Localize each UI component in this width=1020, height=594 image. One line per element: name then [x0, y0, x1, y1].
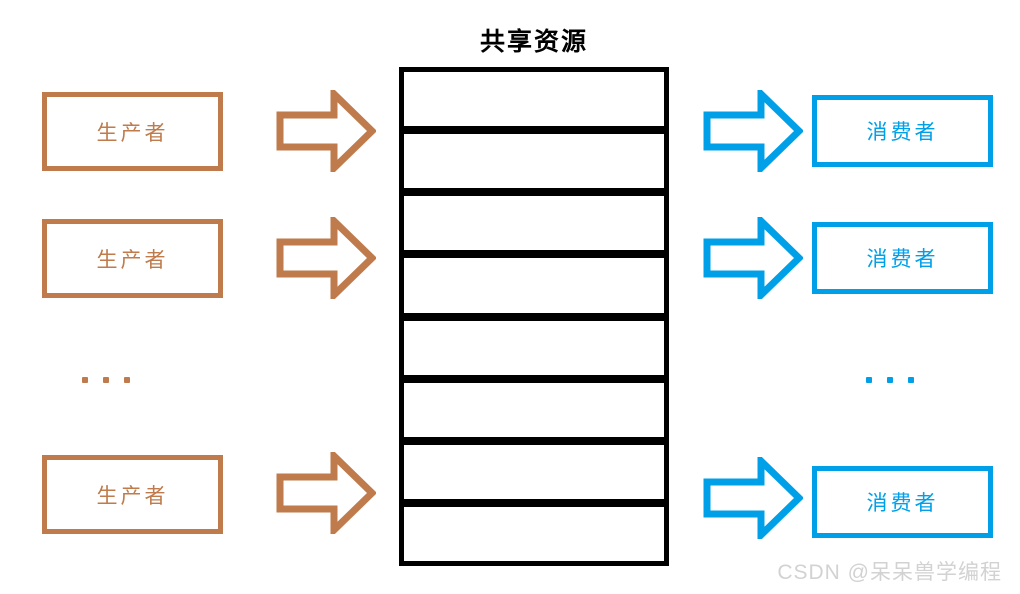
shared-resource-stack: [399, 67, 669, 566]
buffer-cell: [399, 501, 669, 566]
buffer-cell: [399, 439, 669, 504]
page-title: 共享资源: [0, 22, 1020, 58]
consumer-ellipsis: [866, 377, 914, 383]
buffer-cell: [399, 191, 669, 256]
produce-arrow-icon: [276, 452, 376, 534]
ellipsis-dot: [124, 377, 130, 383]
producer-box: 生产者: [42, 219, 223, 298]
produce-arrow-icon: [276, 90, 376, 172]
produce-arrow-icon: [276, 217, 376, 299]
buffer-cell: [399, 67, 669, 132]
ellipsis-dot: [908, 377, 914, 383]
consume-arrow-icon: [703, 217, 803, 299]
consume-arrow-icon: [703, 90, 803, 172]
page-title-text: 共享资源: [479, 29, 588, 56]
consumer-box: 消费者: [812, 95, 993, 167]
buffer-cell: [399, 253, 669, 318]
buffer-cell: [399, 315, 669, 380]
buffer-cell: [399, 377, 669, 442]
consume-arrow-icon: [703, 457, 803, 539]
ellipsis-dot: [103, 377, 109, 383]
consumer-box: 消费者: [812, 466, 993, 538]
ellipsis-dot: [866, 377, 872, 383]
consumer-box: 消费者: [812, 222, 993, 294]
producer-box: 生产者: [42, 92, 223, 171]
buffer-cell: [399, 129, 669, 194]
watermark: CSDN @呆呆兽学编程: [777, 561, 1002, 584]
producer-ellipsis: [82, 377, 130, 383]
ellipsis-dot: [82, 377, 88, 383]
ellipsis-dot: [887, 377, 893, 383]
producer-box: 生产者: [42, 455, 223, 534]
